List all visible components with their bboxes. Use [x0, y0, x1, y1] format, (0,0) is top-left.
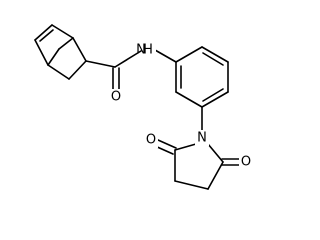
- benzene-ring: [175, 46, 229, 131]
- double-bond-inner: [39, 29, 54, 42]
- carbonyl-double-bond: [157, 139, 177, 149]
- bond: [34, 24, 53, 41]
- atom-label-o: O: [146, 133, 156, 148]
- amide-group: [85, 49, 177, 91]
- bond: [51, 24, 74, 39]
- structure-diagram: H N O N O O: [34, 24, 253, 190]
- bridge-bond: [47, 48, 60, 66]
- norbornene-ring: [34, 24, 87, 80]
- bond: [207, 161, 224, 190]
- bond: [154, 49, 177, 63]
- amide-nitrogen: H N: [136, 42, 156, 58]
- bridge-bond: [58, 37, 74, 50]
- atom-label-nh: H: [143, 43, 153, 58]
- aromatic-inner-bond: [202, 52, 224, 66]
- bond: [201, 91, 229, 108]
- amide-oxygen: O: [109, 89, 123, 105]
- imide-oxygen-top: O: [144, 132, 158, 148]
- bond: [72, 37, 87, 62]
- bond: [68, 60, 87, 80]
- bond: [114, 50, 142, 68]
- bond: [207, 143, 224, 163]
- atom-label-o: O: [241, 155, 251, 170]
- bond: [175, 46, 203, 63]
- bond: [47, 64, 70, 80]
- bond: [201, 46, 229, 63]
- bond: [34, 39, 49, 66]
- succinimide-ring: [154, 139, 241, 190]
- bond: [174, 143, 197, 151]
- bond: [175, 91, 203, 108]
- atom-label-o: O: [111, 90, 121, 105]
- atom-label-n: N: [136, 43, 146, 58]
- bond: [85, 60, 116, 68]
- atom-label-n: N: [197, 131, 207, 146]
- bond: [174, 180, 209, 190]
- imide-nitrogen: N: [195, 130, 209, 146]
- molecule-svg: H N O N O O: [34, 24, 253, 190]
- imide-oxygen-right: O: [239, 154, 253, 170]
- aromatic-inner-bond: [202, 88, 224, 102]
